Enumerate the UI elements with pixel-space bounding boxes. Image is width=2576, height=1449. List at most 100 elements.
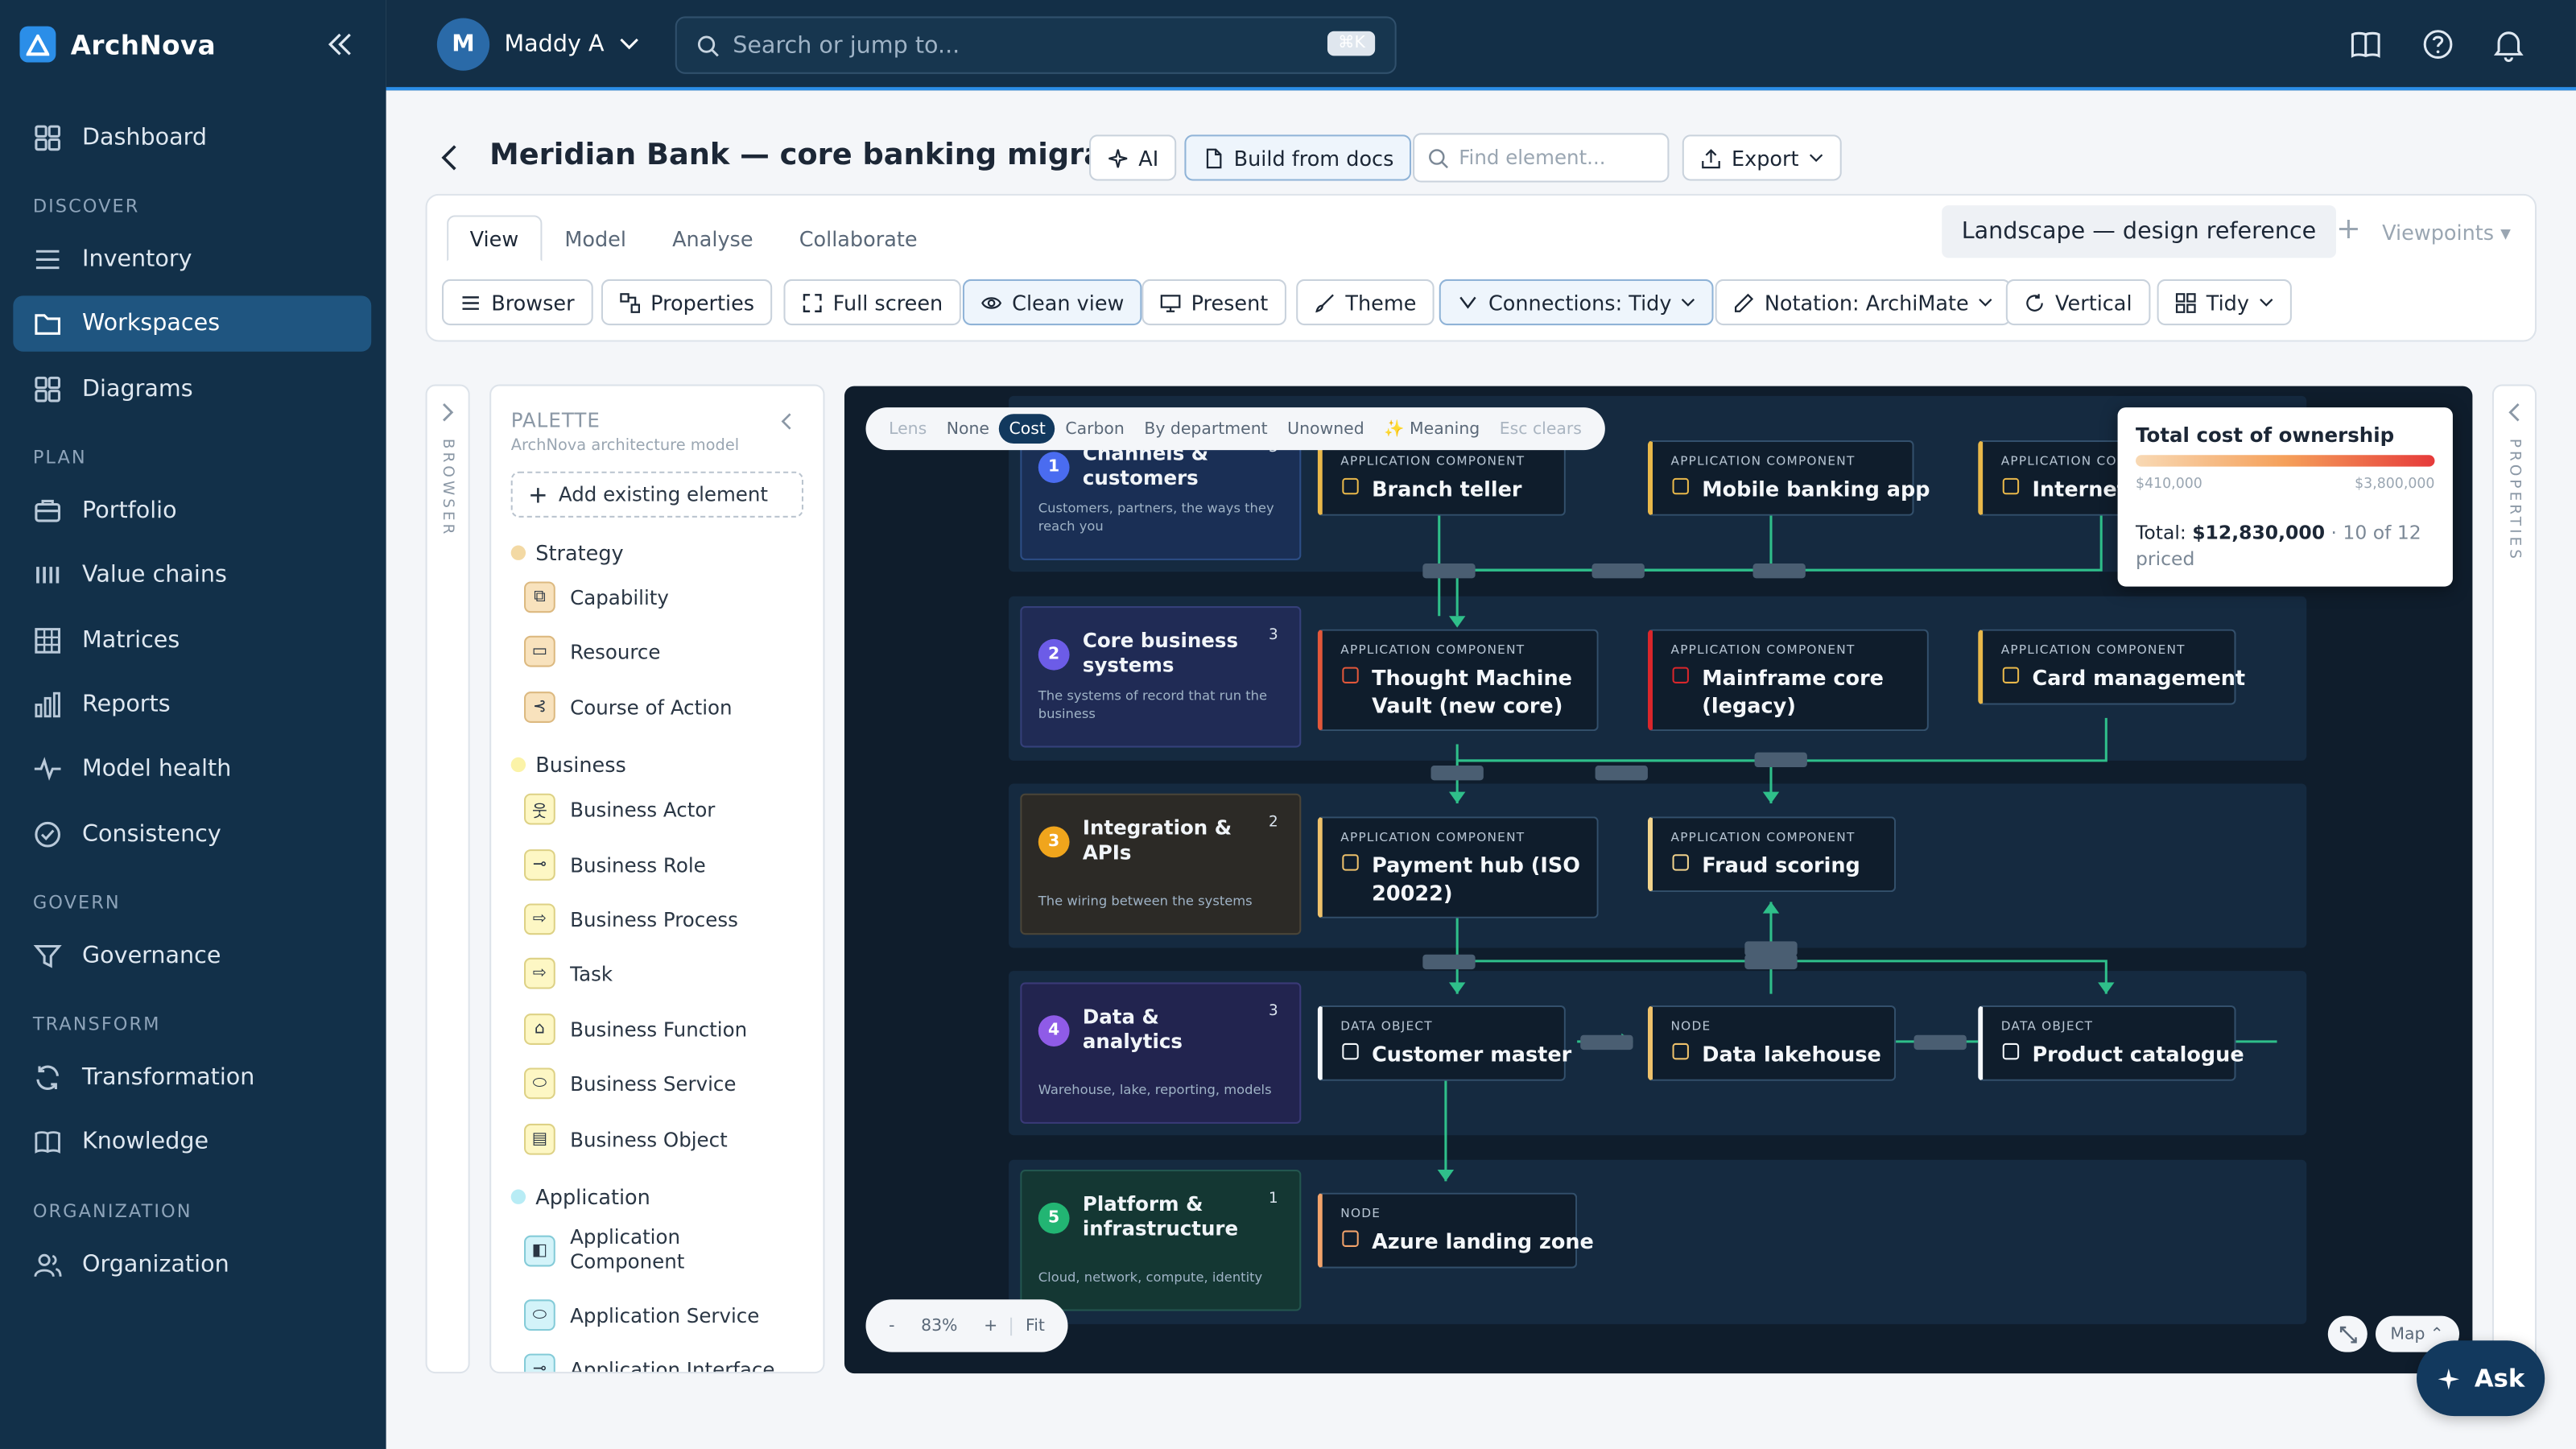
tab-view[interactable]: View [447,215,542,262]
sidebar-item-consistency[interactable]: Consistency [13,807,371,862]
lens-carbon[interactable]: Carbon [1065,419,1125,438]
theme-button[interactable]: Theme [1296,279,1435,326]
lens-cost[interactable]: Cost [999,414,1056,444]
chevron-right-icon[interactable] [440,402,455,422]
sidebar-item-diagrams[interactable]: Diagrams [13,361,371,417]
sidebar-item-inventory[interactable]: Inventory [13,232,371,287]
sidebar-item-workspaces[interactable]: Workspaces [13,295,372,352]
properties-button[interactable]: Properties [601,279,773,326]
notation-dropdown[interactable]: Notation: ArchiMate [1715,279,2012,326]
palette-group-business[interactable]: Business [510,753,626,777]
tidy-dropdown[interactable]: Tidy [2157,279,2293,326]
lane-card-data[interactable]: 4 Data & analytics 3 Warehouse, lake, re… [1020,982,1302,1124]
help-icon[interactable] [2420,27,2456,63]
palette-item-business-service[interactable]: ⬭Business Service [524,1067,736,1100]
element-card-management[interactable]: APPLICATION COMPONENT Card management [1978,629,2245,705]
present-button[interactable]: Present [1141,279,1286,326]
arrow-head [1762,902,1780,914]
zoom-out-button[interactable]: - [889,1316,895,1335]
tab-collaborate[interactable]: Collaborate [799,225,918,251]
browser-button[interactable]: Browser [441,279,593,326]
chevron-left-icon[interactable] [780,412,793,430]
lane-card-core-business[interactable]: 2 Core business systems 3 The systems of… [1020,606,1302,748]
lens-none[interactable]: None [946,419,989,438]
back-arrow-icon[interactable] [437,142,464,175]
ai-button[interactable]: AI [1089,134,1177,181]
sidebar-item-reports[interactable]: Reports [13,677,371,733]
element-customer-master[interactable]: DATA OBJECT Customer master [1317,1005,1571,1081]
lane-card-platform[interactable]: 5 Platform & infrastructure 1 Cloud, net… [1020,1170,1302,1311]
sidebar-item-governance[interactable]: Governance [13,928,371,984]
tab-model[interactable]: Model [564,225,626,251]
vertical-layout-button[interactable]: Vertical [2005,279,2150,326]
palette-item-business-process[interactable]: ⇨Business Process [524,903,738,935]
element-azure-landing-zone[interactable]: NODE Azure landing zone [1317,1192,1594,1269]
export-button[interactable]: Export [1682,134,1842,181]
user-menu[interactable]: M Maddy A [436,18,639,71]
connections-dropdown[interactable]: Connections: Tidy [1439,279,1715,326]
sidebar-item-value-chains[interactable]: Value chains [13,547,371,603]
fit-button[interactable]: Fit [1010,1316,1059,1335]
diagram-canvas[interactable]: 1 Channels & customers 3 Customers, part… [844,386,2473,1374]
find-element-box[interactable] [1413,133,1670,183]
full-screen-button[interactable]: Full screen [783,279,961,326]
element-fraud-scoring[interactable]: APPLICATION COMPONENT Fraud scoring [1647,816,1897,893]
sidebar-item-transformation[interactable]: Transformation [13,1050,371,1105]
add-viewpoint-button[interactable]: + [2336,212,2361,247]
zoom-in-button[interactable]: + [984,1316,998,1335]
global-search[interactable]: ⌘K [675,16,1397,74]
lane-count: 2 [1269,815,1278,832]
find-element-input[interactable] [1459,146,1657,170]
element-mobile-banking-app[interactable]: APPLICATION COMPONENT Mobile banking app [1647,440,1930,516]
palette-item-task[interactable]: ⇨Task [524,957,613,989]
sidebar-item-matrices[interactable]: Matrices [13,613,371,668]
chevron-left-icon[interactable] [2507,402,2521,422]
sidebar-item-organization[interactable]: Organization [13,1237,371,1293]
route-icon [1459,295,1476,308]
palette-item-application-interface[interactable]: ⊸Application Interface [524,1353,774,1373]
ask-assistant-button[interactable]: Ask [2417,1340,2545,1417]
brand[interactable]: ArchNova [19,23,216,66]
map-toggle[interactable]: Map⌃ [2375,1315,2459,1352]
viewpoints-dropdown[interactable]: Viewpoints ▾ [2382,220,2511,246]
element-branch-teller[interactable]: APPLICATION COMPONENT Branch teller [1317,440,1566,516]
sidebar-item-dashboard[interactable]: Dashboard [13,110,371,166]
lens-unowned[interactable]: Unowned [1287,419,1364,438]
palette-group-application[interactable]: Application [510,1184,650,1209]
lens-meaning[interactable]: ✨ Meaning [1384,419,1480,438]
sidebar-item-knowledge[interactable]: Knowledge [13,1114,371,1170]
sidebar-item-model-health[interactable]: Model health [13,741,371,796]
clean-view-button[interactable]: Clean view [962,279,1142,326]
tab-analyse[interactable]: Analyse [672,225,753,251]
palette-group-strategy[interactable]: Strategy [510,540,624,565]
connector[interactable] [1457,514,2103,572]
resource-icon: ▭ [524,635,555,667]
browser-panel-collapsed[interactable]: BROWSER [425,384,470,1374]
element-mainframe-core[interactable]: APPLICATION COMPONENT Mainframe core(leg… [1647,629,1929,732]
palette-item-business-function[interactable]: ⌂Business Function [524,1013,747,1045]
lane-card-integration[interactable]: 3 Integration & APIs 2 The wiring betwee… [1020,793,1302,935]
palette-item-business-object[interactable]: ▤Business Object [524,1123,728,1155]
lens-by-department[interactable]: By department [1144,419,1268,438]
collapse-sidebar-icon[interactable] [322,27,358,63]
palette-item-application-component[interactable]: ◧Application Component [524,1225,767,1274]
expand-canvas-button[interactable] [2327,1315,2368,1352]
palette-item-course-of-action[interactable]: ⊰Course of Action [524,691,733,723]
element-product-catalogue[interactable]: DATA OBJECT Product catalogue [1978,1005,2244,1081]
build-from-docs-button[interactable]: Build from docs [1184,134,1412,181]
bell-icon[interactable] [2491,27,2527,63]
palette-item-business-role[interactable]: ⊸Business Role [524,849,706,881]
palette-item-capability[interactable]: ⧉Capability [524,581,669,613]
properties-panel-collapsed[interactable]: PROPERTIES [2491,384,2537,1374]
book-icon[interactable] [2347,27,2384,63]
search-input[interactable] [733,31,1292,59]
viewpoint-selector[interactable]: Landscape — design reference [1942,205,2336,258]
palette-item-application-service[interactable]: ⬭Application Service [524,1299,759,1331]
palette-item-resource[interactable]: ▭Resource [524,635,660,667]
sidebar-item-portfolio[interactable]: Portfolio [13,483,371,539]
element-data-lakehouse[interactable]: NODE Data lakehouse [1647,1005,1897,1081]
add-existing-element-button[interactable]: Add existing element [510,471,803,518]
